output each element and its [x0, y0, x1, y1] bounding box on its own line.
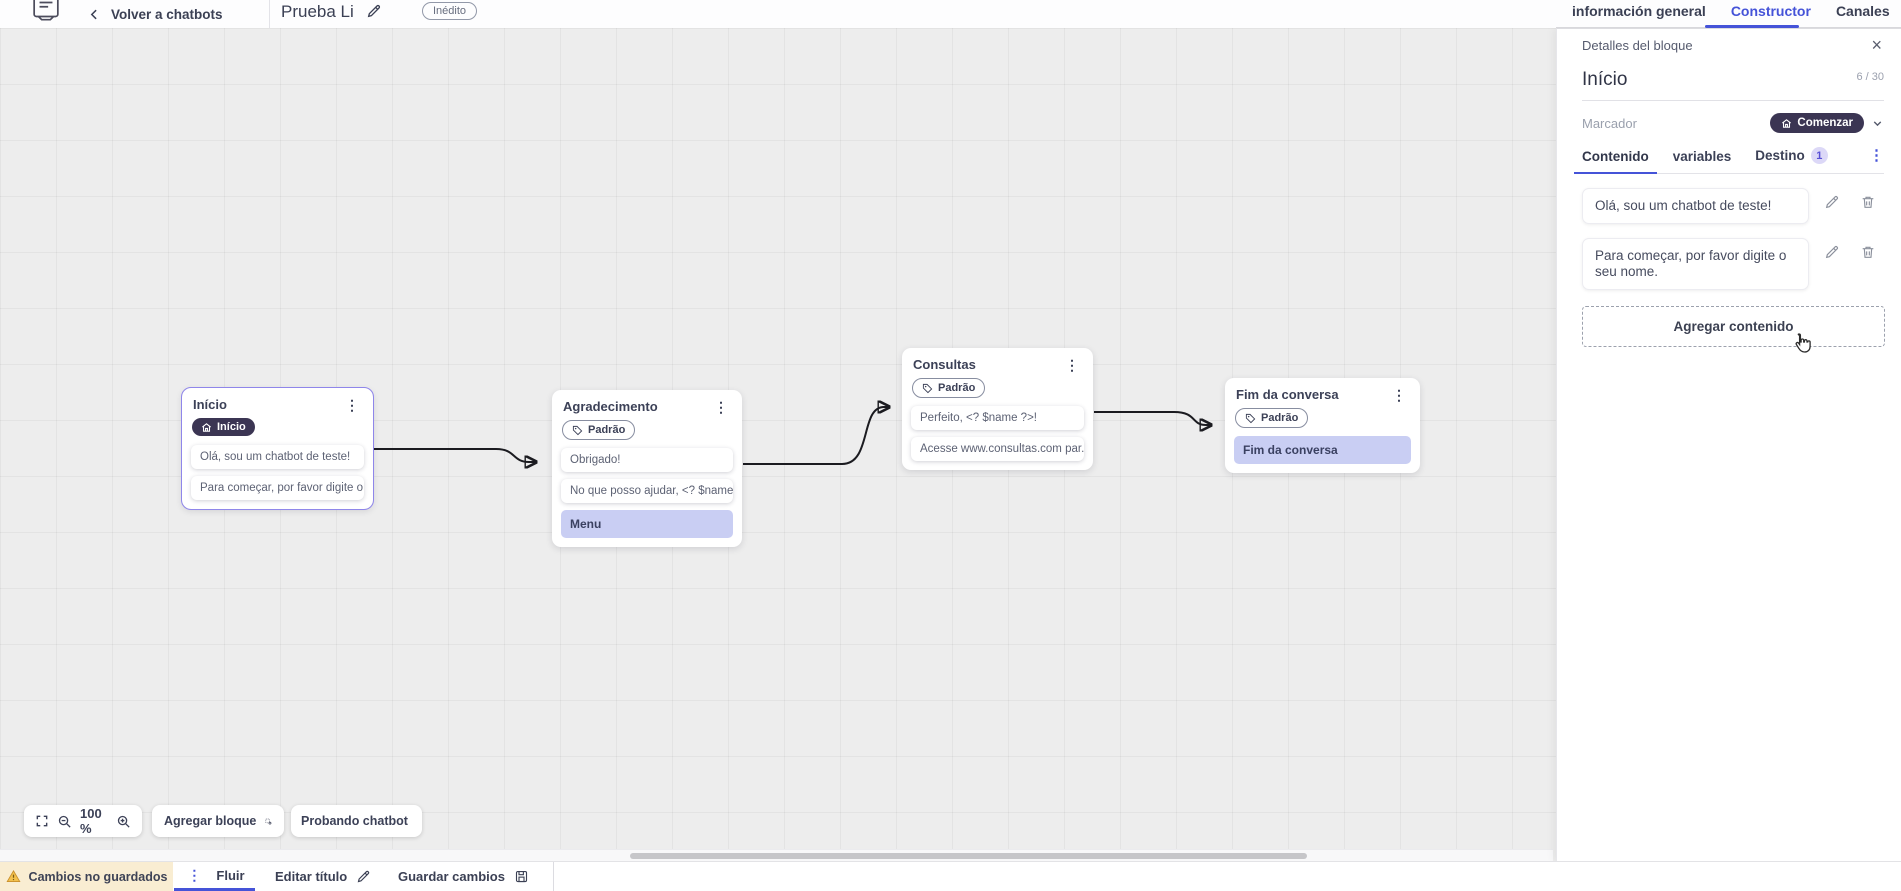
- save-changes-button[interactable]: Guardar cambios: [398, 862, 529, 891]
- node-agradecimento[interactable]: Agradecimento ⋮ Padrão Obrigado! No que …: [552, 390, 742, 547]
- content-item-row: Olá, sou um chatbot de teste!: [1582, 188, 1884, 224]
- canvas-scrollbar-thumb[interactable]: [630, 853, 1307, 859]
- node-menu-icon[interactable]: ⋮: [714, 398, 728, 415]
- node-consultas[interactable]: Consultas ⋮ Padrão Perfeito, <? $name ?>…: [902, 348, 1093, 470]
- panel-menu-icon[interactable]: ⋮: [1869, 147, 1884, 164]
- top-bar: Volver a chatbots Prueba Li Inédito info…: [0, 0, 1901, 28]
- edge-agradecimento-consultas: [743, 407, 888, 465]
- home-icon: [1782, 118, 1792, 128]
- tag-icon: [1245, 413, 1256, 423]
- edit-title-pencil-icon[interactable]: [366, 3, 382, 19]
- warning-label: Cambios no guardados: [28, 869, 168, 884]
- node-menu-item[interactable]: Menu: [561, 509, 733, 538]
- panel-tabs: Contenido variables Destino 1 ⋮: [1574, 146, 1884, 174]
- tag-icon: [922, 383, 933, 393]
- chevron-left-icon: [90, 9, 97, 19]
- tag-icon: [572, 425, 583, 435]
- node-title: Consultas: [913, 357, 976, 372]
- edit-pencil-icon[interactable]: [1824, 194, 1840, 210]
- close-icon[interactable]: ×: [1871, 35, 1882, 55]
- tab-contenido[interactable]: Contenido: [1574, 149, 1657, 174]
- bottom-bar: Cambios no guardados ⋮ Fluir Editar títu…: [0, 861, 1901, 891]
- add-content-button[interactable]: Agregar contenido: [1582, 306, 1885, 347]
- node-message[interactable]: Obrigado!: [561, 447, 733, 472]
- node-start-badge: Início: [192, 418, 255, 436]
- node-message[interactable]: No que posso ajudar, <? $name ...: [561, 478, 733, 503]
- node-message[interactable]: Olá, sou um chatbot de teste!: [191, 444, 364, 469]
- content-item-row: Para começar, por favor digite o seu nom…: [1582, 238, 1884, 290]
- footer-divider: [553, 862, 554, 891]
- node-message[interactable]: Para começar, por favor digite o ...: [191, 475, 364, 500]
- pencil-icon: [357, 870, 370, 883]
- fullscreen-icon[interactable]: [35, 814, 49, 828]
- edit-title-button[interactable]: Editar título: [275, 862, 371, 891]
- delete-trash-icon[interactable]: [1860, 244, 1876, 260]
- chatbot-title: Prueba Li: [281, 2, 354, 21]
- zoom-out-icon[interactable]: [57, 814, 72, 829]
- tab-variables[interactable]: variables: [1672, 149, 1732, 164]
- node-title: Fim da conversa: [1236, 387, 1339, 402]
- block-name-input[interactable]: Início 6 / 30: [1582, 69, 1884, 101]
- edge-consultas-fim: [1094, 411, 1210, 425]
- flow-menu-icon[interactable]: ⋮: [187, 867, 202, 883]
- flow-tab-label: Fluir: [216, 867, 245, 883]
- node-menu-icon[interactable]: ⋮: [1392, 386, 1406, 403]
- node-default-badge: Padrão: [912, 378, 986, 398]
- tab-fluir[interactable]: ⋮ Fluir: [174, 862, 255, 891]
- test-chatbot-label: Probando chatbot: [301, 814, 408, 828]
- add-block-label: Agregar bloque: [164, 814, 257, 828]
- char-counter: 6 / 30: [1856, 71, 1884, 83]
- node-menu-icon[interactable]: ⋮: [345, 396, 359, 413]
- delete-trash-icon[interactable]: [1860, 194, 1876, 210]
- node-menu-item[interactable]: Fim da conversa: [1234, 435, 1411, 464]
- back-label: Volver a chatbots: [111, 6, 223, 22]
- block-details-panel: Detalles del bloque × Início 6 / 30 Marc…: [1556, 28, 1901, 861]
- add-block-icon: [265, 818, 272, 825]
- edge-inicio-agradecimento: [374, 448, 535, 462]
- test-chatbot-button[interactable]: Probando chatbot: [291, 805, 422, 837]
- warning-triangle-icon: [6, 870, 21, 882]
- zoom-level: 100 %: [80, 806, 102, 836]
- unsaved-changes-warning: Cambios no guardados: [0, 862, 173, 891]
- destino-count-badge: 1: [1810, 147, 1828, 164]
- edit-pencil-icon[interactable]: [1824, 244, 1840, 260]
- tab-canales[interactable]: Canales: [1835, 3, 1890, 19]
- panel-title: Detalles del bloque: [1582, 37, 1693, 53]
- node-menu-icon[interactable]: ⋮: [1065, 356, 1079, 373]
- node-default-badge: Padrão: [1235, 408, 1309, 428]
- node-title: Agradecimento: [563, 399, 658, 414]
- app-logo-icon: [32, 0, 60, 22]
- header-divider: [269, 0, 270, 28]
- constructor-tab-underline: [1705, 25, 1799, 28]
- top-tabs: información general Constructor Canales: [1572, 0, 1890, 28]
- marker-value-pill[interactable]: Comenzar: [1770, 113, 1864, 133]
- add-block-button[interactable]: Agregar bloque: [152, 805, 284, 837]
- node-message[interactable]: Perfeito, <? $name ?>!: [911, 405, 1084, 430]
- tab-destino[interactable]: Destino 1: [1755, 147, 1828, 173]
- content-text-0[interactable]: Olá, sou um chatbot de teste!: [1582, 188, 1809, 224]
- node-title: Início: [193, 397, 227, 412]
- back-to-chatbots-button[interactable]: Volver a chatbots: [88, 0, 223, 28]
- marker-label: Marcador: [1582, 115, 1637, 131]
- chevron-down-icon[interactable]: [1871, 117, 1884, 130]
- node-inicio[interactable]: Início ⋮ Início Olá, sou um chatbot de t…: [181, 387, 374, 510]
- tab-informacion-general[interactable]: información general: [1572, 3, 1706, 19]
- zoom-in-icon[interactable]: [116, 814, 131, 829]
- flow-canvas[interactable]: Início ⋮ Início Olá, sou um chatbot de t…: [0, 28, 1556, 861]
- canvas-scrollbar-track: [0, 849, 1553, 861]
- tab-constructor[interactable]: Constructor: [1730, 3, 1811, 19]
- node-message[interactable]: Acesse www.consultas.com par...: [911, 436, 1084, 461]
- content-text-1[interactable]: Para começar, por favor digite o seu nom…: [1582, 238, 1809, 290]
- block-name: Início: [1582, 69, 1628, 90]
- status-badge: Inédito: [422, 2, 478, 20]
- node-fim-da-conversa[interactable]: Fim da conversa ⋮ Padrão Fim da conversa: [1225, 378, 1420, 473]
- zoom-controls: 100 %: [24, 805, 142, 837]
- home-icon: [202, 422, 211, 432]
- node-default-badge: Padrão: [562, 420, 636, 440]
- save-floppy-icon: [515, 870, 527, 883]
